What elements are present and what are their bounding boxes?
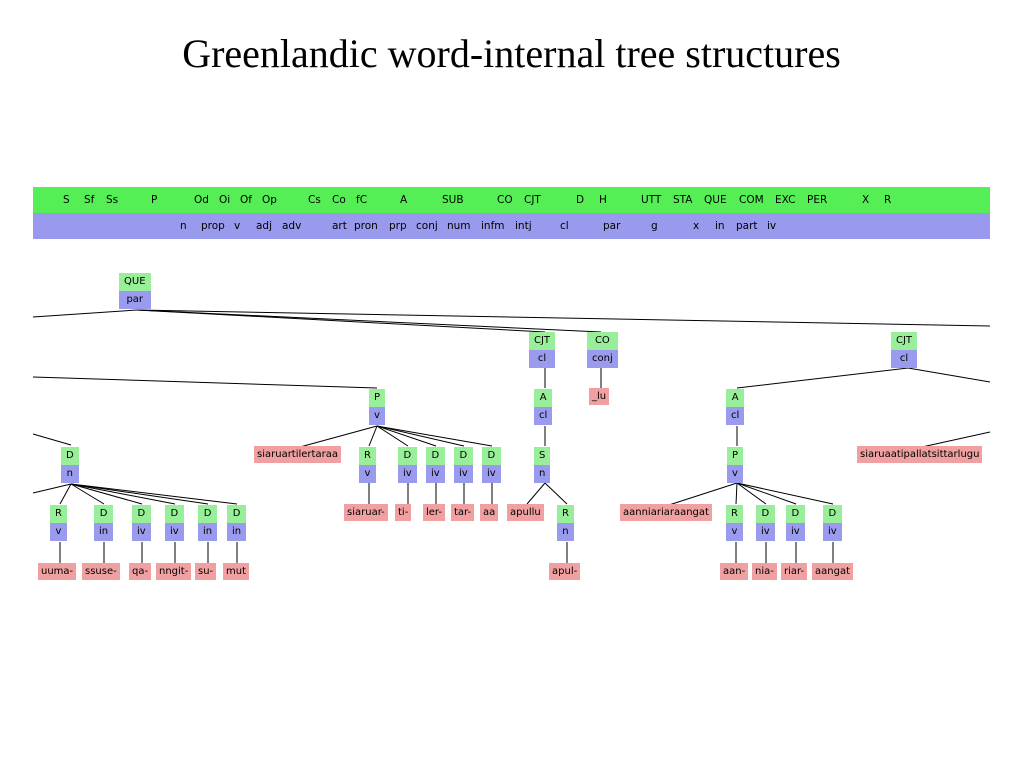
function-tag[interactable]: CO <box>497 194 513 206</box>
pos-tag[interactable]: g <box>651 220 658 232</box>
word-token[interactable]: aan- <box>720 563 749 580</box>
word-token[interactable]: nngit- <box>156 563 192 580</box>
pos-tag[interactable]: conj <box>416 220 438 232</box>
pos-tag[interactable]: pron <box>354 220 378 232</box>
function-tag[interactable]: R <box>884 194 892 206</box>
function-tag[interactable]: fC <box>356 194 368 206</box>
function-tag[interactable]: STA <box>673 194 693 206</box>
function-tag[interactable]: Op <box>262 194 277 206</box>
pos-tag[interactable]: v <box>234 220 241 232</box>
function-tag[interactable]: D <box>576 194 585 206</box>
word-token[interactable]: nia- <box>752 563 777 580</box>
word-token[interactable]: _lu <box>589 388 610 405</box>
function-tag[interactable]: X <box>862 194 870 206</box>
function-tag[interactable]: Cs <box>308 194 321 206</box>
function-tag[interactable]: PER <box>807 194 828 206</box>
function-tag[interactable]: UTT <box>641 194 662 206</box>
word-token[interactable]: tar- <box>451 504 475 521</box>
function-tag[interactable]: SUB <box>442 194 464 206</box>
function-tag[interactable]: Ss <box>106 194 119 206</box>
word-token[interactable]: apul- <box>549 563 581 580</box>
function-tag[interactable]: P <box>151 194 158 206</box>
pos-tag[interactable]: x <box>693 220 700 232</box>
function-tag[interactable]: Oi <box>219 194 231 206</box>
word-token[interactable]: mut <box>223 563 249 580</box>
pos-tag[interactable]: infm <box>481 220 505 232</box>
pos-tag[interactable]: intj <box>515 220 532 232</box>
word-token[interactable]: ti- <box>395 504 412 521</box>
pos-tag[interactable]: art <box>332 220 347 232</box>
function-tag[interactable]: QUE <box>704 194 727 206</box>
function-tag[interactable]: H <box>599 194 607 206</box>
function-tag[interactable]: S <box>63 194 70 206</box>
page-title: Greenlandic word-internal tree structure… <box>182 31 841 76</box>
pos-tag[interactable]: n <box>180 220 187 232</box>
word-token[interactable]: ssuse- <box>82 563 120 580</box>
pos-tag[interactable]: iv <box>767 220 777 232</box>
word-token[interactable]: aanniariaraangat <box>620 504 712 521</box>
function-tag[interactable]: COM <box>739 194 764 206</box>
word-token[interactable]: su- <box>195 563 217 580</box>
word-token[interactable]: uuma- <box>38 563 77 580</box>
pos-tag[interactable]: num <box>447 220 471 232</box>
pos-tag[interactable]: par <box>603 220 621 232</box>
pos-tag[interactable]: adj <box>256 220 273 232</box>
word-token[interactable]: siaruartilertaraa <box>254 446 341 463</box>
pos-tag[interactable]: prp <box>389 220 407 232</box>
pos-tag[interactable]: prop <box>201 220 225 232</box>
function-tag[interactable]: Od <box>194 194 209 206</box>
word-token[interactable]: siaruar- <box>344 504 388 521</box>
pos-tag[interactable]: part <box>736 220 758 232</box>
pos-tag-bar: n prop v adj adv art pron prp conj num i… <box>33 213 990 239</box>
word-token[interactable]: riar- <box>781 563 808 580</box>
word-token[interactable]: aangat <box>812 563 853 580</box>
word-token[interactable]: apullu <box>507 504 544 521</box>
pos-tag[interactable]: adv <box>282 220 302 232</box>
pos-tag[interactable]: in <box>715 220 725 232</box>
function-tag[interactable]: Co <box>332 194 346 206</box>
word-token[interactable]: siaruaatipallatsittarlugu <box>857 446 983 463</box>
word-token[interactable]: qa- <box>129 563 152 580</box>
function-tag[interactable]: A <box>400 194 408 206</box>
function-tag[interactable]: Sf <box>84 194 95 206</box>
function-tag-bar: S Sf Ss P Od Oi Of Op Cs Co fC A SUB CO … <box>33 187 990 213</box>
pos-tag[interactable]: cl <box>560 220 569 232</box>
function-tag[interactable]: EXC <box>775 194 796 206</box>
word-token[interactable]: ler- <box>423 504 446 521</box>
function-tag[interactable]: Of <box>240 194 252 206</box>
word-token[interactable]: aa <box>480 504 499 521</box>
function-tag[interactable]: CJT <box>524 194 541 206</box>
